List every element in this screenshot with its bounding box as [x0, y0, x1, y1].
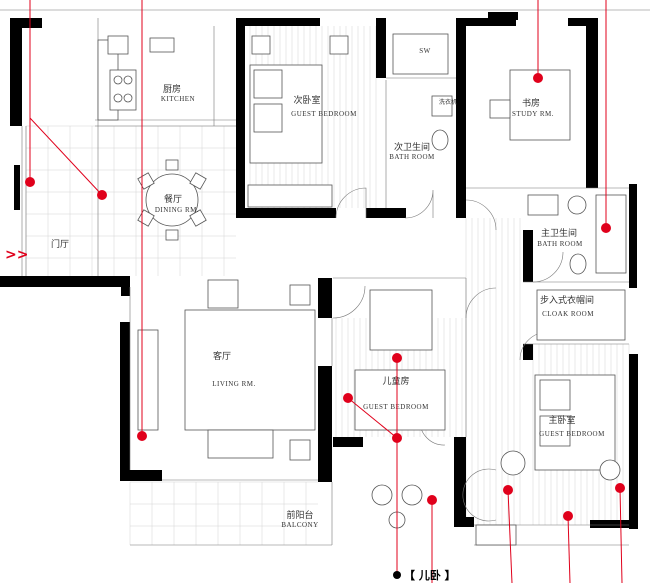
balcony-label-en: BALCONY	[281, 521, 318, 529]
caption-label: 【 儿卧 】	[404, 569, 456, 582]
balcony-label-cn: 前阳台	[286, 509, 313, 521]
view-markers	[25, 0, 625, 583]
master-bedroom-label-cn: 主卧室	[548, 414, 575, 426]
marker-dot	[615, 483, 625, 493]
guest-bedroom-1-label-cn: 次卧室	[293, 94, 320, 106]
marker-dot	[97, 190, 107, 200]
master-bedroom-label-en: GUEST BEDROOM	[539, 430, 605, 438]
walls	[0, 12, 638, 529]
foyer-label: 门厅	[51, 238, 69, 250]
room-labels: 厨房 KITCHEN 餐厅 DINING RM. 门厅 次卧室 GUEST BE…	[51, 47, 605, 529]
living-label-cn: 客厅	[213, 350, 231, 362]
guest-bath-label-cn: 次卫生间	[394, 141, 430, 153]
study-label-cn: 书房	[522, 97, 540, 109]
marker-dot	[137, 431, 147, 441]
partition-lines	[21, 18, 629, 546]
guest-bath-label-en: BATH ROOM	[389, 153, 435, 161]
kitchen-label-en: KITCHEN	[161, 95, 195, 103]
marker-dot	[343, 393, 353, 403]
marker-dot	[427, 495, 437, 505]
cloak-label-en: CLOAK ROOM	[542, 310, 594, 318]
master-bath-label-cn: 主卫生间	[541, 227, 577, 239]
dining-label-en: DINING RM.	[155, 206, 199, 214]
marker-dot	[392, 433, 402, 443]
master-bath-label-en: BATH ROOM	[537, 240, 583, 248]
marker-dot	[601, 223, 611, 233]
marker-dot	[503, 485, 513, 495]
kitchen-label-cn: 厨房	[163, 83, 181, 95]
sw-label: SW	[419, 47, 431, 55]
furniture	[97, 33, 627, 546]
marker-dot	[25, 177, 35, 187]
marker-dot	[533, 73, 543, 83]
marker-dot	[563, 511, 573, 521]
marker-dot	[392, 353, 402, 363]
cloak-label-cn: 步入式衣帽间	[540, 294, 594, 306]
dining-label-cn: 餐厅	[164, 193, 182, 205]
kids-room-label-cn: 儿童房	[382, 375, 409, 387]
study-label-en: STUDY RM.	[512, 110, 554, 118]
laundry-label: 洗衣机	[439, 98, 457, 106]
guest-bedroom-1-label-en: GUEST BEDROOM	[291, 110, 357, 118]
living-label-en: LIVING RM.	[212, 380, 256, 388]
entrance-marker: >>	[5, 247, 28, 263]
caption-bullet	[393, 571, 401, 579]
kids-room-label-en: GUEST BEDROOM	[363, 403, 429, 411]
